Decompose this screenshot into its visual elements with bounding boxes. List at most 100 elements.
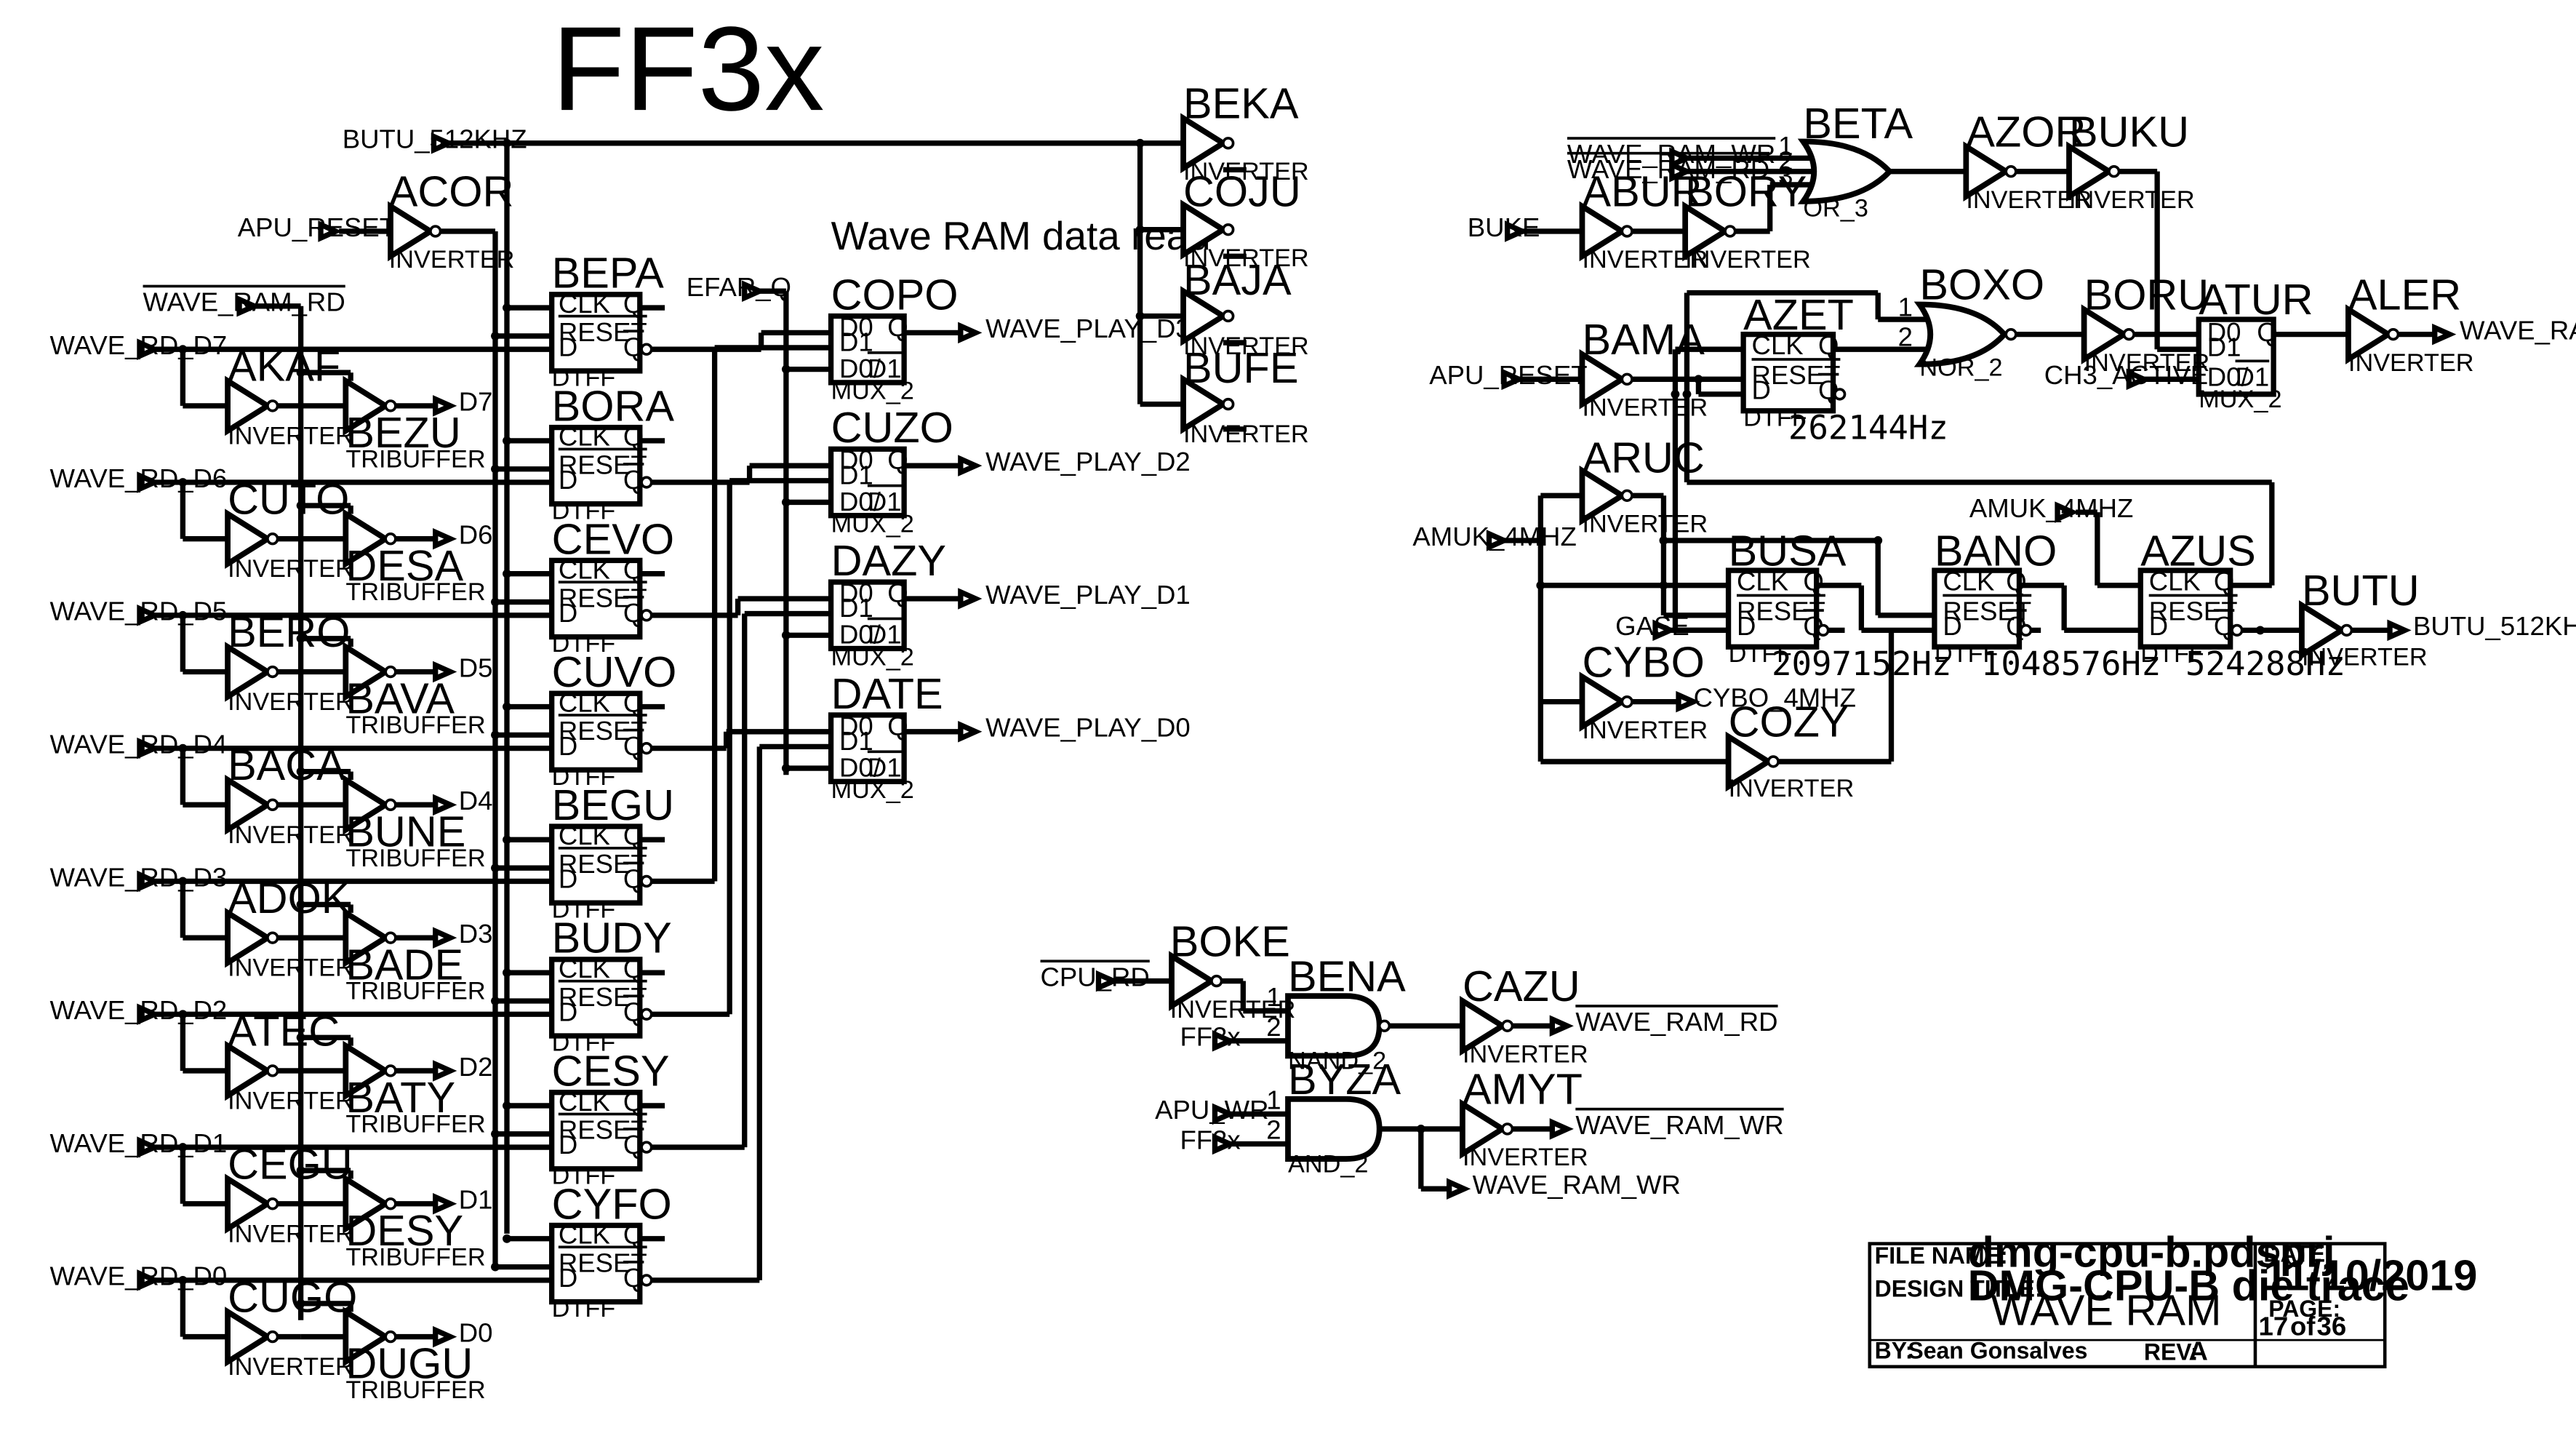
svg-text:RESET: RESET <box>559 982 647 1012</box>
gate-beta: 1 2 3 BETA OR_3 <box>1778 99 1913 222</box>
inverter-name: CEGU <box>228 1139 353 1188</box>
tribuffer-type: TRIBUFFER <box>345 845 485 872</box>
tribuffer-name: BATY <box>345 1073 455 1122</box>
svg-text:D: D <box>559 997 577 1026</box>
inverter-cybo: CYBO INVERTER <box>1582 637 1708 744</box>
svg-text:ALER: ALER <box>2348 270 2461 319</box>
inverter-name: AKAF <box>228 342 340 391</box>
wave-play-label: WAVE_PLAY_D1 <box>985 580 1191 610</box>
inverter-type: INVERTER <box>228 821 353 849</box>
data-row: WAVE_RD_D6CUTOINVERTERDESATRIBUFFERD6CLK… <box>50 381 750 606</box>
freq-azet: 262144Hz <box>1788 409 1948 447</box>
svg-text:Q: Q <box>2214 567 2234 597</box>
tribuffer-type: TRIBUFFER <box>345 578 485 606</box>
lower-middle-wires <box>1113 978 1553 1192</box>
svg-text:D1: D1 <box>839 460 873 490</box>
tribuffer-type: TRIBUFFER <box>345 1243 485 1271</box>
inverter-boke: BOKE INVERTER <box>1170 917 1295 1024</box>
bus-d-label: D0 <box>459 1317 493 1347</box>
inverter-butu: BUTU INVERTER <box>2302 566 2428 671</box>
svg-text:D: D <box>1737 611 1756 641</box>
svg-text:BOKE: BOKE <box>1170 917 1290 965</box>
svg-text:Q: Q <box>623 422 644 452</box>
ff-azus: CLK RESET D Q Q AZUS DTFF 524288Hz <box>2137 526 2345 683</box>
title-block: FILE NAME: dmg-cpu-b.pdsprj DESIGN TITLE… <box>1868 1228 2477 1368</box>
svg-text:GASE: GASE <box>1615 611 1689 641</box>
svg-text:FF3x: FF3x <box>1180 1125 1240 1154</box>
svg-text:AMUK_4MHZ: AMUK_4MHZ <box>1969 493 2133 523</box>
svg-text:CYBO: CYBO <box>1582 637 1704 686</box>
svg-text:WAVE_RAM_RD: WAVE_RAM_RD <box>1567 154 1769 184</box>
svg-text:DTFF: DTFF <box>1729 640 1793 668</box>
svg-text:DTFF: DTFF <box>2140 640 2204 668</box>
svg-text:D1: D1 <box>839 593 873 623</box>
inverter-name: ADOK <box>228 874 350 922</box>
svg-text:COJU: COJU <box>1183 167 1301 216</box>
svg-text:D1: D1 <box>839 726 873 756</box>
svg-text:D: D <box>559 731 577 761</box>
svg-text:RESET: RESET <box>559 1115 647 1145</box>
ports-upper-right: WAVE_RAM_WR WAVE_RAM_RD BUKE APU_RESET C… <box>1412 139 2576 712</box>
svg-text:INVERTER: INVERTER <box>1183 244 1309 272</box>
ff-busa: CLK RESET D Q Q BUSA DTFF 2097152Hz <box>1725 526 1952 683</box>
data-row: WAVE_RD_D0CUGOINVERTERDUGUTRIBUFFERD0CLK… <box>50 1179 760 1404</box>
svg-text:INVERTER: INVERTER <box>1582 717 1708 744</box>
svg-text:Q: Q <box>2257 317 2277 347</box>
data-row: WAVE_RD_D3ADOKINVERTERBADETRIBUFFERD3CLK… <box>50 781 715 1005</box>
inverter-cozy: COZY INVERTER <box>1729 698 1855 802</box>
note-data-read: Wave RAM data read <box>831 213 1211 258</box>
svg-text:D1: D1 <box>868 752 902 782</box>
tb-date: 11/10/2019 <box>2263 1251 2477 1300</box>
inverter-beka: BEKA INVERTER <box>1183 79 1309 186</box>
upper-right-wires <box>1504 155 2435 765</box>
svg-text:CLK: CLK <box>1943 567 1994 597</box>
svg-text:WAVE_RAM_WR: WAVE_RAM_WR <box>1575 1110 1783 1140</box>
inverter-amyt: AMYT INVERTER <box>1463 1065 1588 1171</box>
svg-text:NAND_2: NAND_2 <box>1288 1048 1386 1075</box>
svg-text:PAGE:: PAGE: <box>2268 1296 2340 1322</box>
svg-text:RESET: RESET <box>559 583 647 613</box>
svg-text:2: 2 <box>1778 145 1793 175</box>
svg-text:INVERTER: INVERTER <box>1685 246 1811 274</box>
ports-left-top: BUTU_512KHZ APU_RESET WAVE_RAM_RD EFAR_Q <box>143 124 1145 321</box>
mux-name: COPO <box>831 270 959 319</box>
inverter-bufe: BUFE INVERTER <box>1183 343 1309 448</box>
svg-text:Q: Q <box>623 687 644 717</box>
svg-text:INVERTER: INVERTER <box>1729 775 1855 802</box>
svg-text:D: D <box>559 1263 577 1293</box>
svg-text:Q: Q <box>623 555 644 585</box>
svg-text:Q: Q <box>623 997 644 1026</box>
svg-text:ACOR: ACOR <box>389 167 514 216</box>
svg-text:Q: Q <box>623 1220 644 1250</box>
svg-text:OR_3: OR_3 <box>1803 194 1868 222</box>
svg-text:INVERTER: INVERTER <box>1582 394 1708 422</box>
svg-text:D1: D1 <box>868 487 902 516</box>
svg-text:Q: Q <box>623 1263 644 1293</box>
svg-text:D: D <box>1752 375 1771 405</box>
svg-text:WAVE_RAM_WR: WAVE_RAM_WR <box>1473 1170 1681 1200</box>
svg-text:Q: Q <box>623 598 644 628</box>
svg-text:D: D <box>559 465 577 495</box>
mux-atur: D0 D1 D0/ D1 Q ATUR MUX_2 <box>2196 275 2313 413</box>
svg-text:BORY: BORY <box>1685 167 1807 216</box>
freq-busa: 2097152Hz <box>1772 645 1952 683</box>
dtff-name: CEVO <box>552 514 674 563</box>
svg-text:BEKA: BEKA <box>1183 79 1299 128</box>
dtff-type: DTFF <box>552 763 616 791</box>
svg-text:CLK: CLK <box>1737 567 1788 597</box>
svg-text:Q: Q <box>887 711 908 741</box>
svg-text:INVERTER: INVERTER <box>2302 643 2428 671</box>
inverter-name: BERO <box>228 607 350 656</box>
